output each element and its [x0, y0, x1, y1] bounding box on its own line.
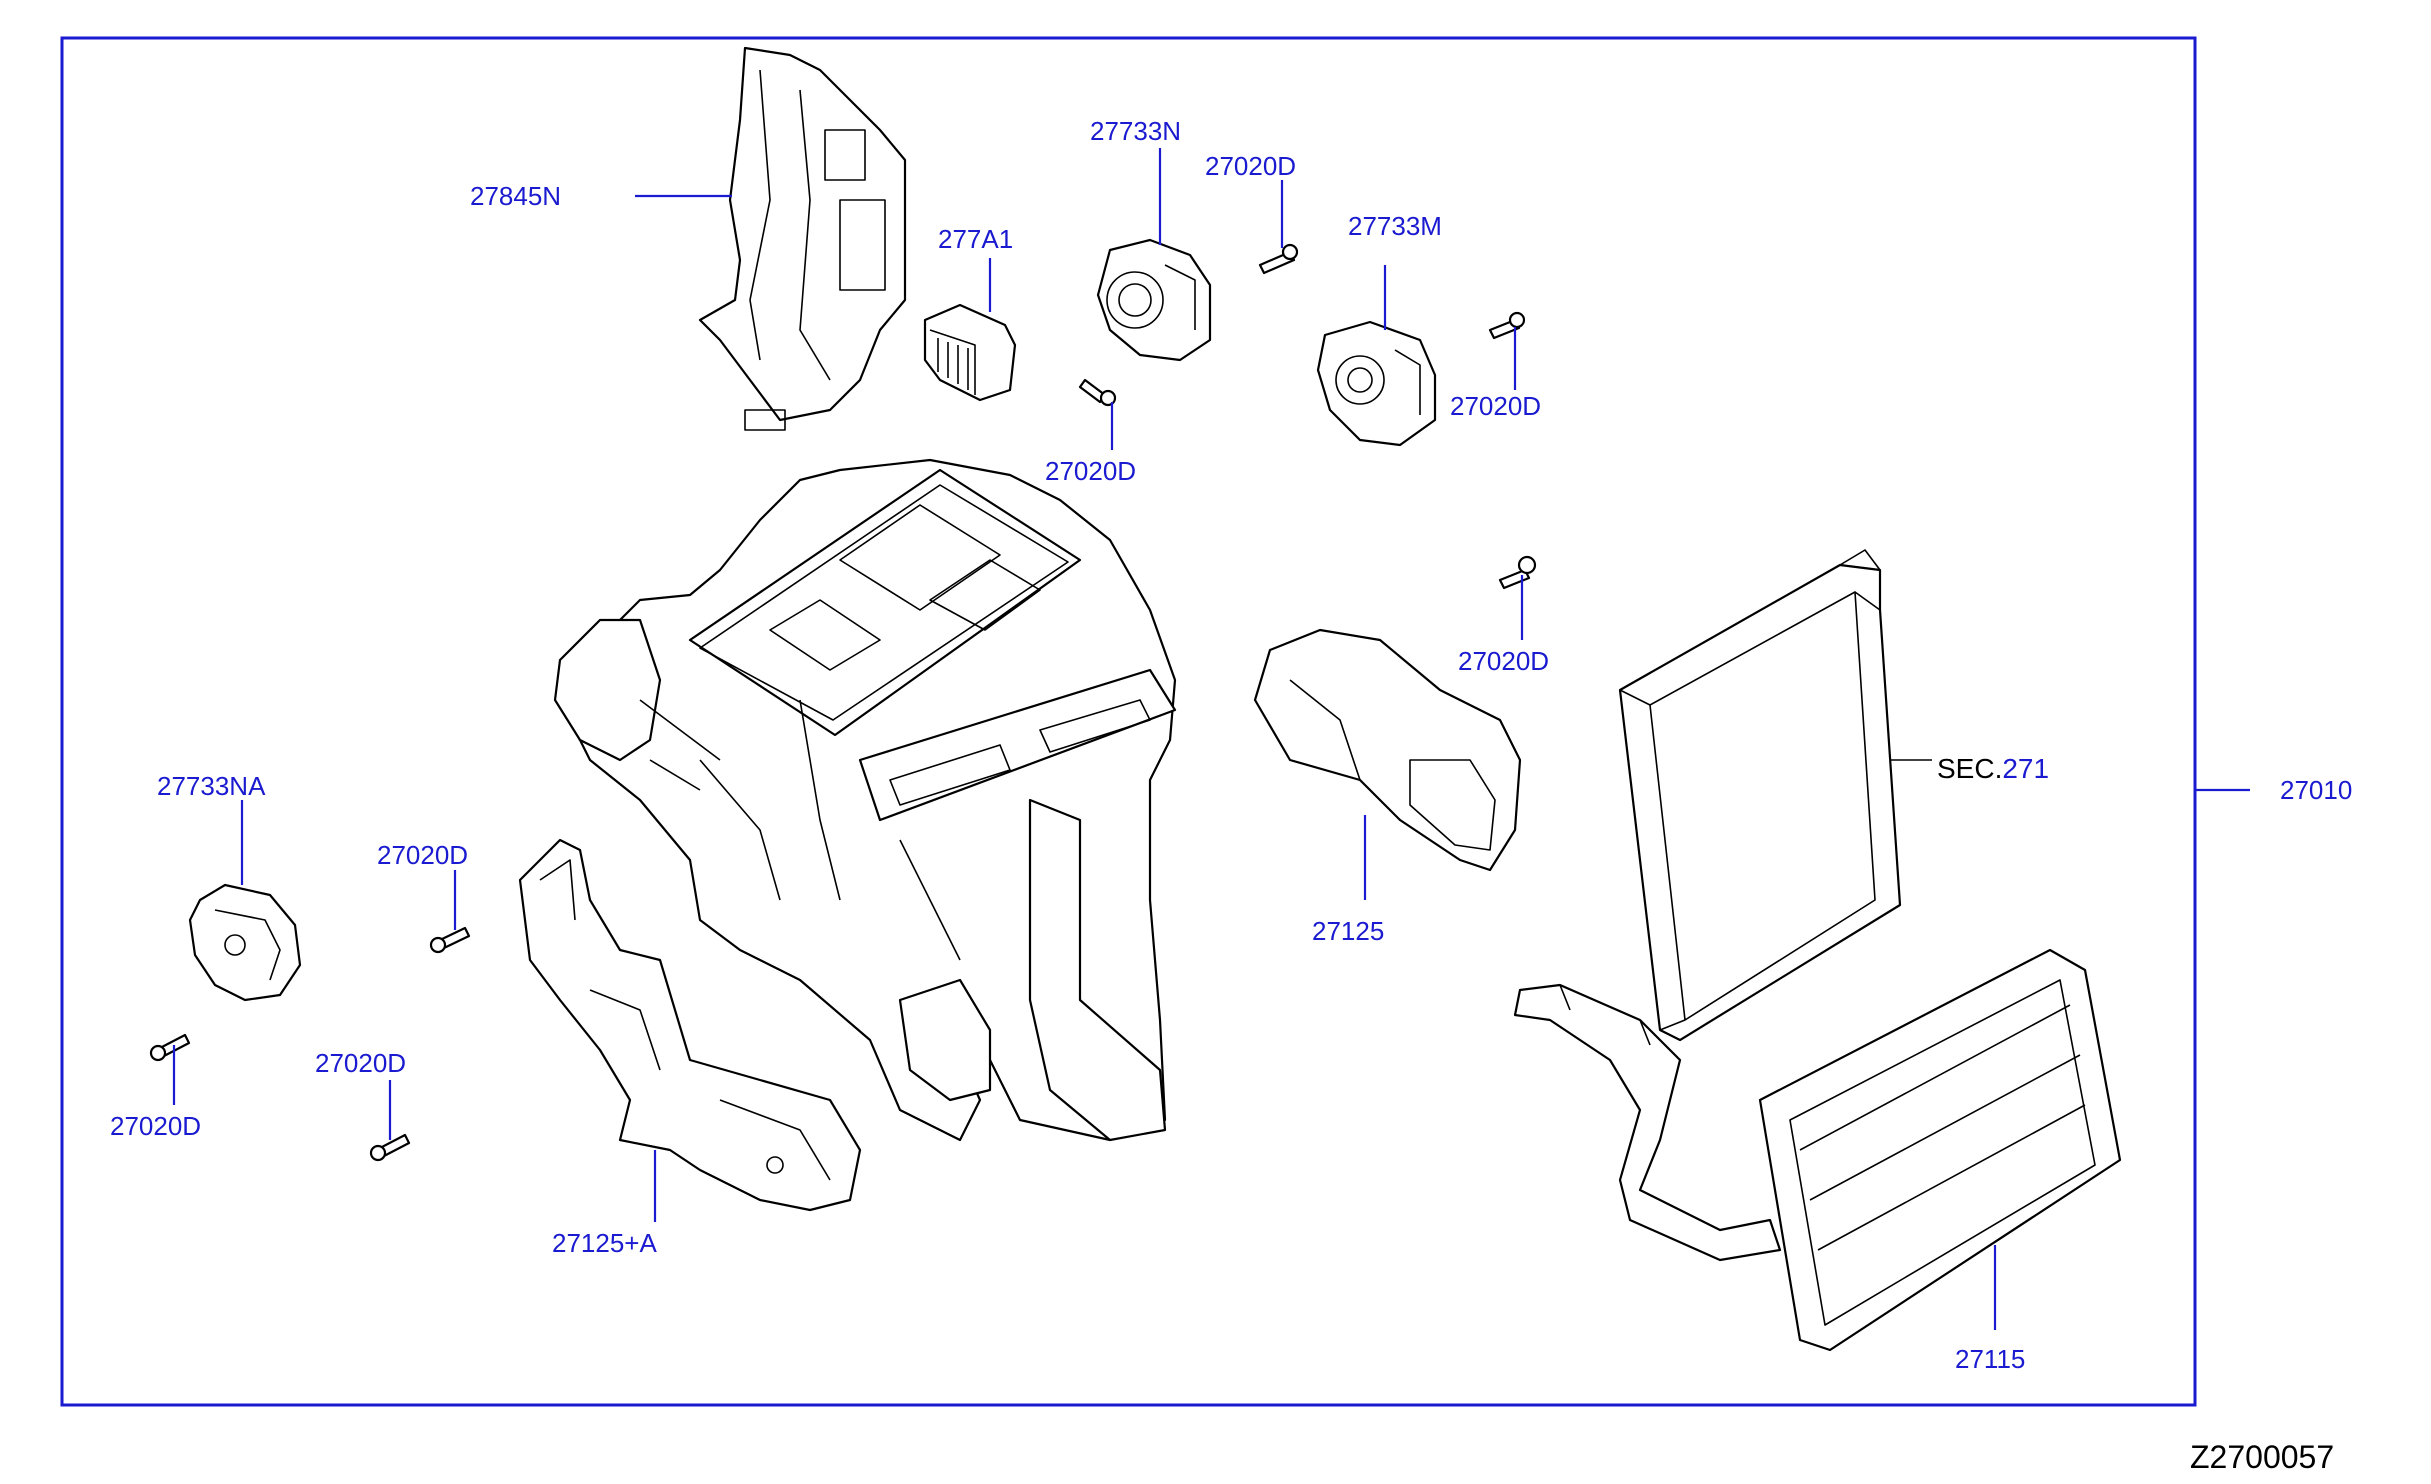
- label-27020D-center[interactable]: 27020D: [1458, 646, 1549, 676]
- drawing-number: Z2700057: [2190, 1439, 2334, 1475]
- part-27125-cover[interactable]: [1253, 628, 1522, 872]
- label-27020D-right[interactable]: 27020D: [1450, 391, 1541, 421]
- bolt-27020D-right[interactable]: [1488, 311, 1526, 340]
- label-27733NA[interactable]: 27733NA: [157, 771, 266, 801]
- label-27733M[interactable]: 27733M: [1348, 211, 1442, 241]
- part-27845N-bracket[interactable]: [698, 46, 907, 431]
- label-27733N[interactable]: 27733N: [1090, 116, 1181, 146]
- bolt-27020D-top[interactable]: [1258, 243, 1299, 275]
- label-27020D-top[interactable]: 27020D: [1205, 151, 1296, 181]
- part-277A1-resistor[interactable]: [923, 303, 1017, 402]
- bolt-27020D-center[interactable]: [1498, 555, 1537, 590]
- label-sec271[interactable]: SEC.271: [1937, 753, 2049, 784]
- label-27125[interactable]: 27125: [1312, 916, 1384, 946]
- label-27115[interactable]: 27115: [1955, 1344, 2025, 1374]
- bolt-27020D-left2[interactable]: [149, 1033, 191, 1062]
- label-27010[interactable]: 27010: [2280, 775, 2352, 805]
- part-sec271-evaporator[interactable]: [1618, 549, 1902, 1042]
- part-27115-heater-core[interactable]: [1513, 948, 2122, 1352]
- bolt-27020D-left3[interactable]: [369, 1133, 411, 1162]
- sec-number: 271: [2002, 753, 2049, 784]
- label-27020D-mid[interactable]: 27020D: [1045, 456, 1136, 486]
- part-27010-heater-unit[interactable]: [553, 458, 1177, 1142]
- bolt-27020D-left1[interactable]: [429, 926, 471, 954]
- part-27125A-cover[interactable]: [518, 838, 862, 1212]
- part-27733N-actuator[interactable]: [1096, 238, 1212, 362]
- label-27020D-left1[interactable]: 27020D: [377, 840, 468, 870]
- sec-prefix: SEC.: [1937, 753, 2002, 784]
- label-27020D-left3[interactable]: 27020D: [315, 1048, 406, 1078]
- label-277A1[interactable]: 277A1: [938, 224, 1013, 254]
- label-27845N[interactable]: 27845N: [470, 181, 561, 211]
- part-27733M-actuator[interactable]: [1316, 320, 1437, 447]
- bolt-27020D-mid[interactable]: [1078, 378, 1117, 407]
- diagram-frame: [60, 36, 2197, 1407]
- part-27733NA-actuator[interactable]: [188, 883, 302, 1002]
- label-27125A[interactable]: 27125+A: [552, 1228, 657, 1258]
- label-27020D-left2[interactable]: 27020D: [110, 1111, 201, 1141]
